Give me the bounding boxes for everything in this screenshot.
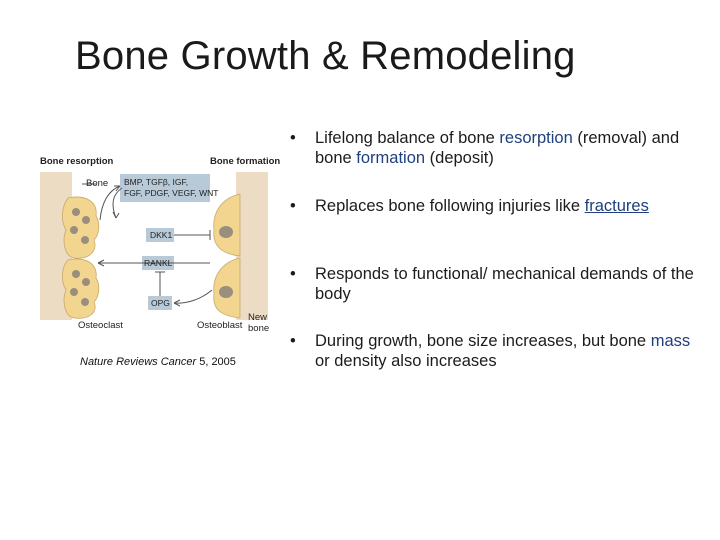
- label-new: New: [248, 312, 268, 323]
- label-osteoclast: Osteoclast: [78, 320, 123, 331]
- label-bone-new: bone: [248, 323, 270, 334]
- label-factors-line2: FGF, PDGF, VEGF, WNT: [124, 188, 219, 198]
- bullet-text: Replaces bone following injuries like fr…: [315, 197, 649, 215]
- right-bone-panel: [236, 172, 268, 320]
- dkk1-box: [146, 228, 174, 242]
- remodeling-diagram: [40, 172, 268, 320]
- bullet-marker: •: [290, 197, 296, 215]
- opg-box: [148, 296, 172, 310]
- highlight-mass: mass: [650, 332, 691, 350]
- fractures-link[interactable]: fractures: [584, 197, 649, 215]
- bullet-text: During growth, bone size increases, but …: [315, 332, 691, 370]
- osteoblast-cells: [213, 193, 241, 319]
- osteoclast-cells: [62, 196, 100, 319]
- label-rankl: RANKL: [144, 258, 173, 268]
- bullet-marker: •: [290, 265, 296, 283]
- figure-caption: Nature Reviews Cancer 5, 2005: [80, 356, 236, 368]
- label-bone-resorption: Bone resorption: [40, 156, 114, 167]
- bullet-marker: •: [290, 332, 296, 350]
- bullet-text: Lifelong balance of bone resorption (rem…: [315, 129, 680, 167]
- caption-journal: Nature Reviews Cancer: [80, 356, 197, 368]
- bone-remodeling-figure: Bone resorption Bone formation Bone BMP,…: [40, 150, 281, 370]
- bullet-marker: •: [290, 129, 296, 147]
- signal-arrows: [82, 183, 213, 307]
- label-opg: OPG: [151, 298, 170, 308]
- label-osteoblast: Osteoblast: [197, 320, 243, 331]
- label-bone-formation: Bone formation: [210, 156, 281, 167]
- caption-ref: 5, 2005: [196, 356, 236, 368]
- label-factors-line1: BMP, TGFβ, IGF,: [124, 177, 189, 187]
- factors-box: [120, 174, 210, 202]
- highlight-resorption: resorption: [499, 129, 573, 147]
- label-dkk1: DKK1: [150, 230, 173, 240]
- slide-title: Bone Growth & Remodeling: [75, 34, 576, 78]
- label-bone: Bone: [86, 178, 109, 189]
- bullet-text: Responds to functional/ mechanical deman…: [315, 265, 694, 303]
- highlight-formation: formation: [356, 149, 426, 167]
